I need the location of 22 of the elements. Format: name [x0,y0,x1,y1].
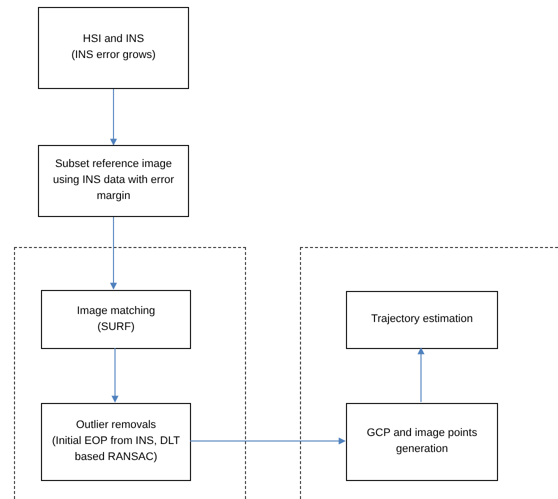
process-box [346,291,498,349]
box-text: GCP and image points generation [366,426,478,457]
box-text: Trajectory estimation [371,312,473,328]
box-text: (INS error grows) [71,48,156,63]
arrow [190,438,346,444]
box-text: (SURF) [97,320,135,334]
dashed-group-frame [14,247,246,499]
process-box [346,403,498,481]
arrow [418,347,424,402]
box-text: Outlier removals [76,418,156,434]
box-text: Image matching [76,304,156,319]
box-text: HSI and INS [82,32,144,48]
process-box [38,7,189,89]
arrow [110,216,117,290]
arrow [110,88,117,146]
process-box [38,145,189,217]
box-text: (Initial EOP from INS, DLT based RANSAC) [51,434,181,465]
process-box [41,403,191,481]
dashed-group-frame [300,247,558,499]
box-text: Subset reference image using INS data with error margin [52,157,176,204]
process-box [41,290,191,349]
arrow [112,348,118,403]
